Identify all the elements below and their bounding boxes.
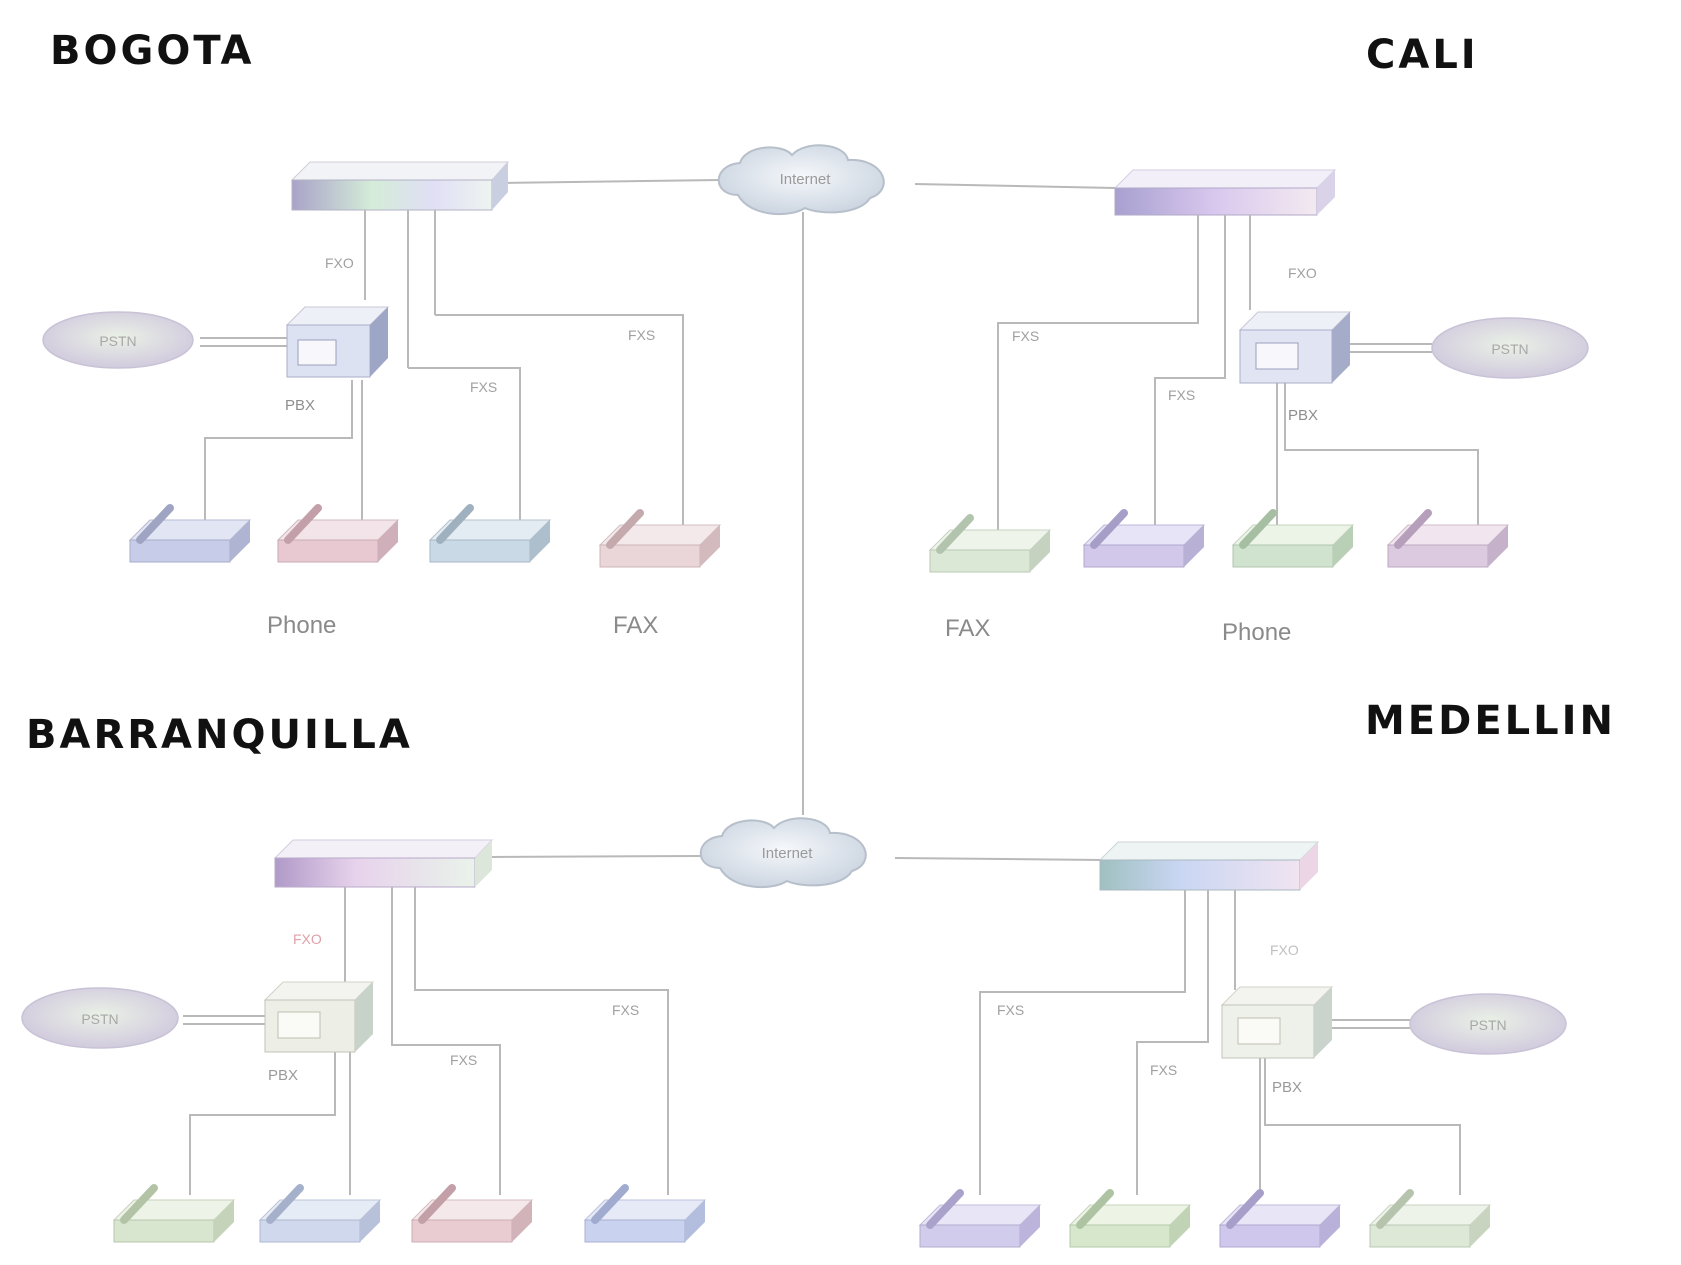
phone-icon	[428, 504, 552, 563]
internet-label: Internet	[762, 845, 814, 862]
phone-icon	[1218, 1189, 1342, 1248]
fxs-label: FXS	[470, 379, 497, 395]
fxs-label: FXS	[450, 1052, 477, 1068]
fxs-label: FXS	[997, 1002, 1024, 1018]
fxs-label: FXS	[628, 327, 655, 343]
fxs-label: FXS	[1168, 387, 1195, 403]
router-medellin	[1098, 841, 1320, 891]
pbx-bogota: PBX	[285, 306, 390, 414]
fax-label: FAX	[945, 615, 990, 642]
backbone-links	[487, 179, 1116, 861]
fxo-label: FXO	[1270, 942, 1299, 958]
phone-icon	[410, 1184, 534, 1243]
pstn-label: PSTN	[81, 1011, 118, 1027]
internet-label: Internet	[780, 171, 832, 188]
pstn-label: PSTN	[99, 333, 136, 349]
fxs-label: FXO	[325, 255, 354, 271]
pbx-barranquilla: PBX	[263, 981, 375, 1084]
phone-icon	[1368, 1189, 1492, 1248]
fax-label: FAX	[613, 612, 658, 639]
pstn-cloud-bogota: PSTN	[42, 311, 194, 369]
router-cali	[1113, 169, 1337, 216]
fxo-label: FXO	[293, 931, 322, 947]
pstn-cloud-cali: PSTN	[1431, 317, 1589, 379]
phone-label: Phone	[1222, 619, 1291, 646]
fxs-label: FXS	[1012, 328, 1039, 344]
site-barranquilla: FXO FXS FXS PSTN PBX	[21, 839, 707, 1243]
pbx-label: PBX	[285, 397, 315, 414]
phone-icon	[276, 504, 400, 563]
fxs-label: FXS	[1150, 1062, 1177, 1078]
site-bogota: FXO FXS FXS PSTN PBX	[42, 161, 722, 639]
fxo-label: FXO	[1288, 265, 1317, 281]
router-barranquilla	[273, 839, 494, 888]
phone-icon	[1231, 509, 1355, 568]
pstn-cloud-medellin: PSTN	[1409, 993, 1567, 1055]
phone-label: Phone	[267, 612, 336, 639]
phone-icon	[112, 1184, 236, 1243]
phone-icon	[258, 1184, 382, 1243]
city-label-cali: CALI	[1366, 32, 1479, 78]
pbx-label: PBX	[1288, 407, 1318, 424]
internet-cloud-top: Internet	[717, 144, 885, 216]
pstn-label: PSTN	[1469, 1017, 1506, 1033]
fax-icon	[583, 1184, 707, 1243]
pbx-label: PBX	[268, 1067, 298, 1084]
pstn-label: PSTN	[1491, 341, 1528, 357]
router-bogota	[290, 161, 510, 211]
city-label-medellin: MEDELLIN	[1365, 698, 1616, 744]
pbx-medellin: PBX	[1220, 986, 1334, 1096]
internet-cloud-bottom: Internet	[699, 817, 867, 889]
pbx-label: PBX	[1272, 1079, 1302, 1096]
pbx-cali: PBX	[1238, 311, 1352, 424]
phone-icon	[1068, 1189, 1192, 1248]
phone-icon	[1386, 509, 1510, 568]
city-label-bogota: BOGOTA	[50, 28, 255, 74]
phone-icon	[1082, 509, 1206, 568]
site-cali: FXO FXS FXS PBX PSTN	[928, 169, 1589, 646]
city-label-barranquilla: BARRANQUILLA	[26, 712, 413, 758]
site-medellin: FXO FXS FXS PBX PSTN	[918, 841, 1567, 1248]
fax-icon	[918, 1189, 1042, 1248]
fax-icon	[928, 514, 1052, 573]
pstn-cloud-barranquilla: PSTN	[21, 987, 179, 1049]
fax-icon	[598, 509, 722, 568]
fxs-label: FXS	[612, 1002, 639, 1018]
phone-icon	[128, 504, 252, 563]
